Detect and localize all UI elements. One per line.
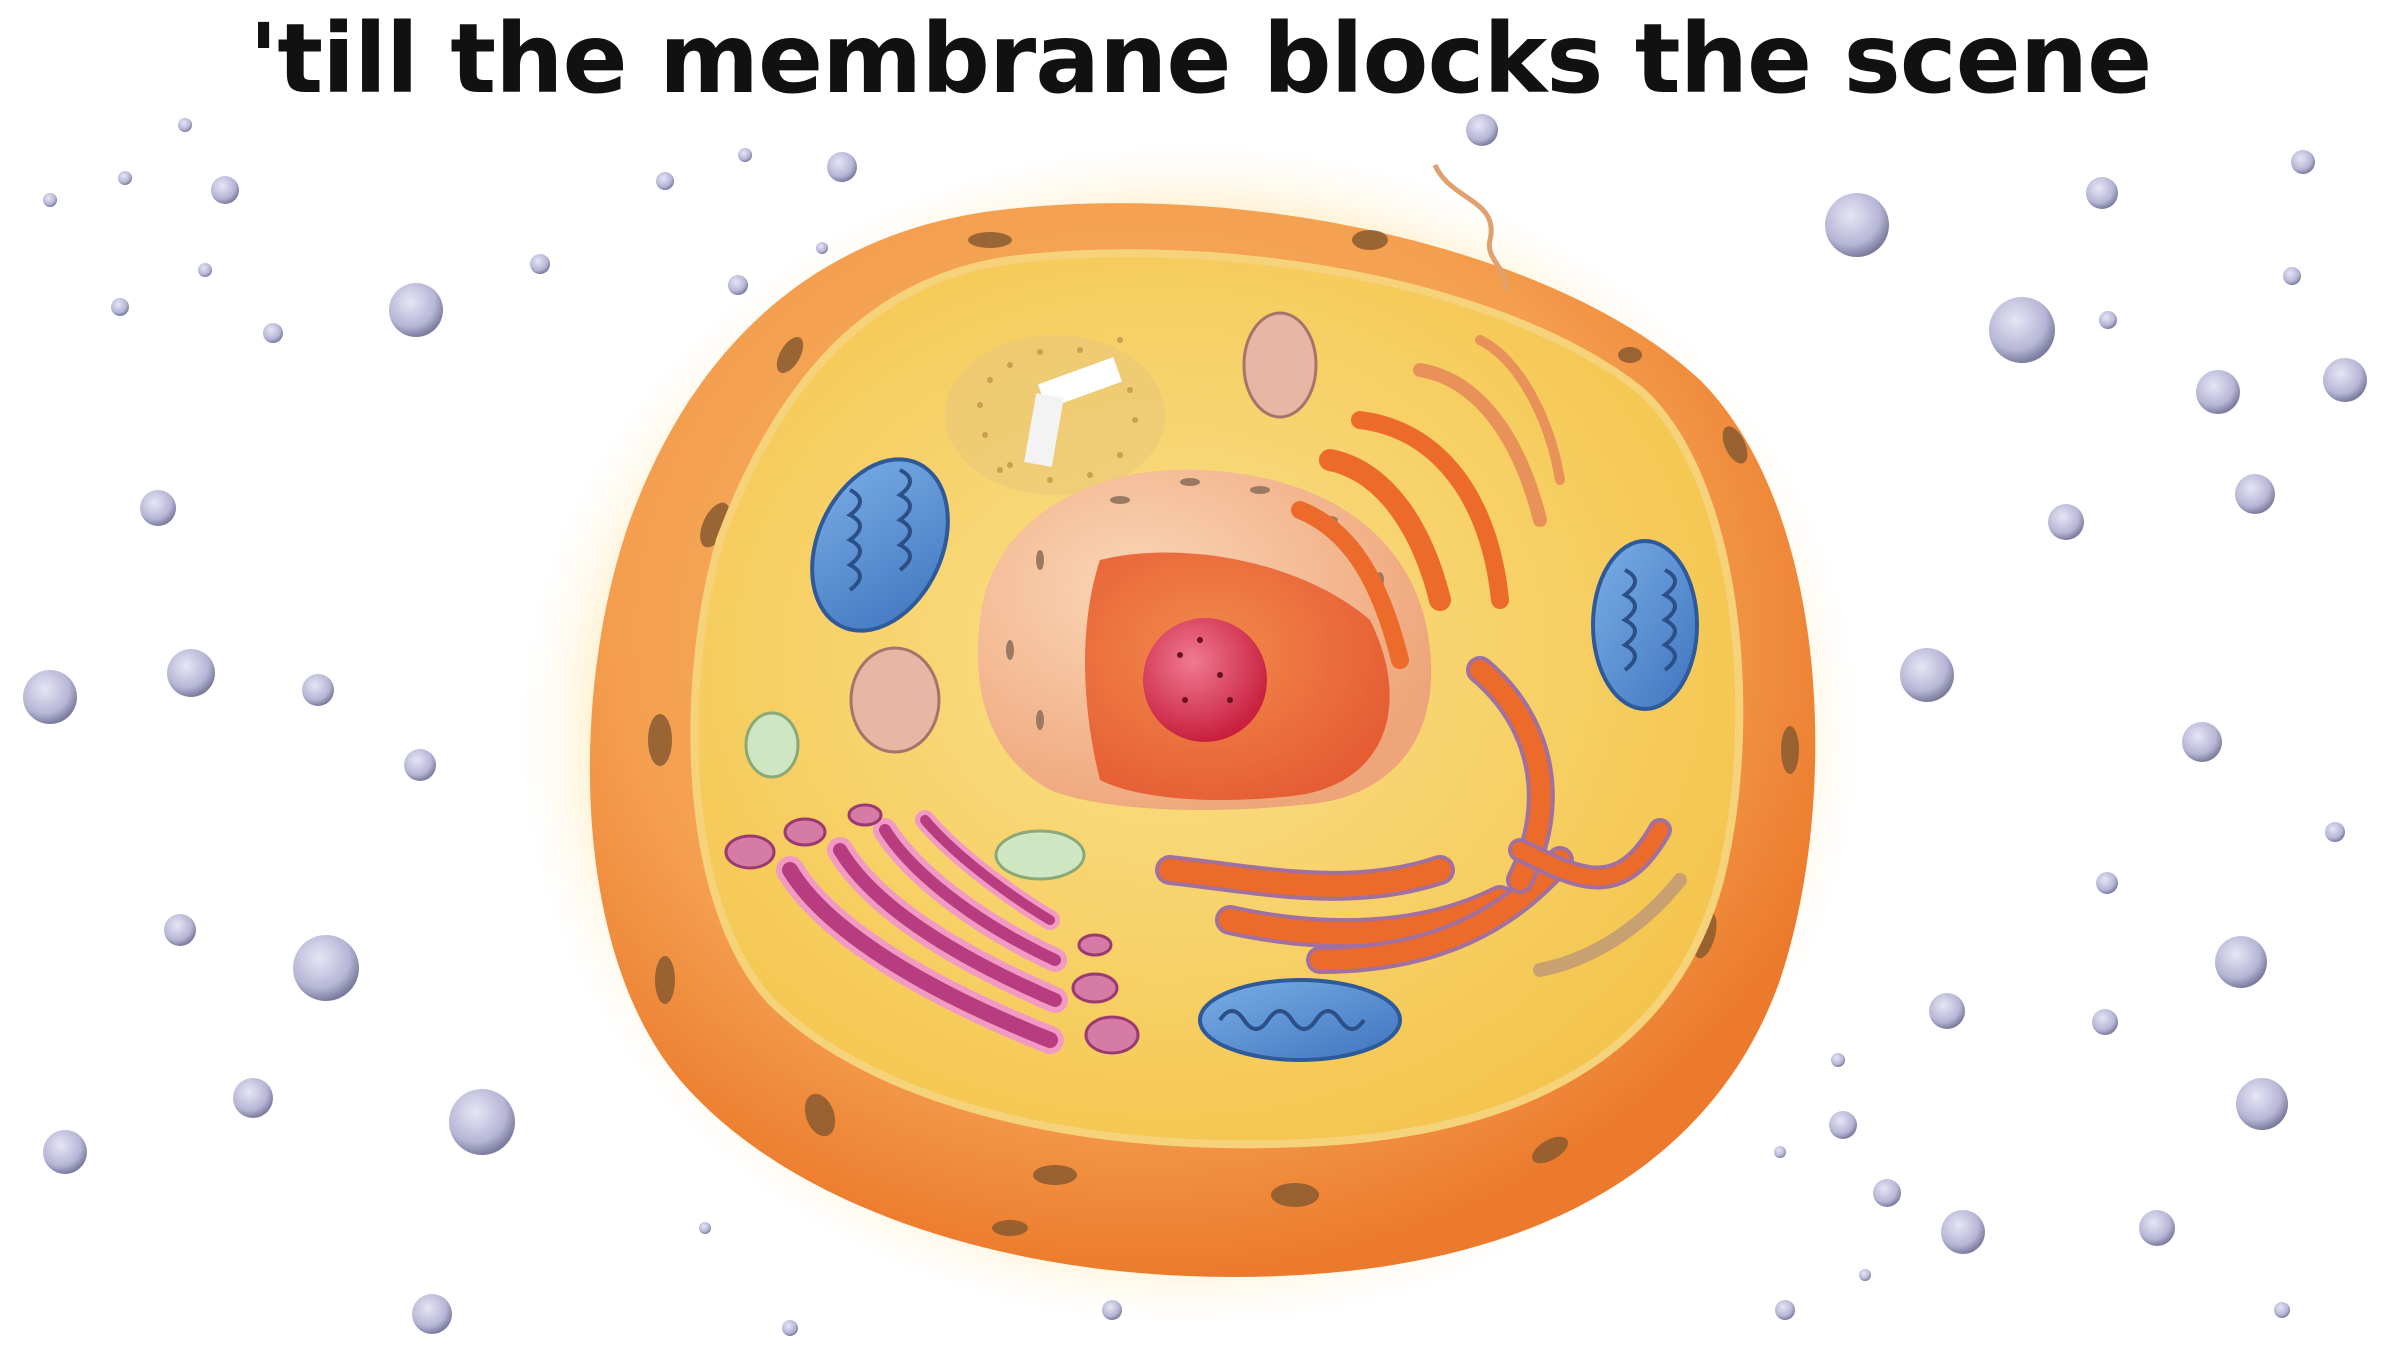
vesicle — [1242, 311, 1318, 419]
subtitle-caption: 'till the membrane blocks the scene — [248, 3, 2152, 115]
smooth-endoplasmic-reticulum — [1291, 335, 1565, 669]
mitochondrion — [1198, 978, 1402, 1062]
lysosome — [724, 803, 1140, 1055]
peroxisome — [744, 711, 800, 779]
mitochondrion — [810, 457, 950, 633]
nucleus — [977, 469, 1432, 810]
centriole — [945, 335, 1165, 495]
nucleolus — [1143, 618, 1267, 742]
rough-endoplasmic-reticulum — [1155, 656, 1687, 977]
mitochondrion — [1591, 539, 1699, 711]
extracellular-particles — [23, 114, 2367, 1336]
golgi-apparatus — [776, 810, 1068, 1054]
vesicle — [849, 646, 941, 754]
peroxisome — [994, 829, 1086, 881]
